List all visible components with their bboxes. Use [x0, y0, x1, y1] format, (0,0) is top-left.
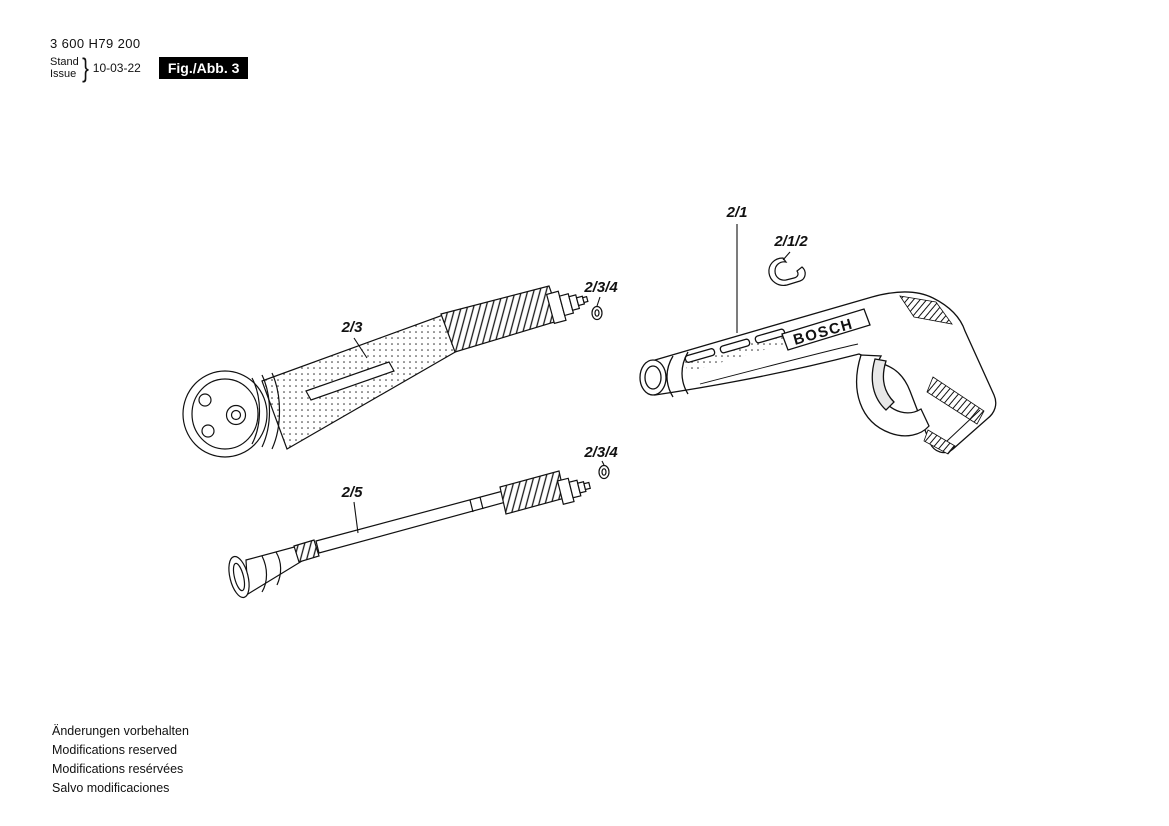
footer-line-en: Modifications reserved: [52, 743, 178, 757]
spray-gun-drawing: BOSCH: [639, 291, 997, 455]
part-label-2-5: 2/5: [341, 484, 363, 501]
part-label-2-1: 2/1: [726, 204, 748, 221]
lance-2-3-drawing: [182, 285, 589, 458]
title-block: 3 600 H79 200 Stand Issue } 10-03-22 Fig…: [50, 36, 249, 83]
issue-row: Stand Issue } 10-03-22 Fig./Abb. 3: [50, 53, 249, 83]
leader-lines: [353, 224, 791, 534]
footer-line-de: Änderungen vorbehalten: [52, 724, 189, 738]
legal-footer: Änderungen vorbehalten Modifications res…: [52, 722, 189, 798]
o-ring-bottom-drawing: [598, 464, 610, 480]
issue-label: Issue: [50, 68, 77, 80]
figure-badge: Fig./Abb. 3: [158, 57, 249, 79]
stand-issue-labels: Stand Issue: [50, 56, 79, 80]
part-number: 3 600 H79 200: [50, 36, 141, 51]
brace-glyph: }: [81, 53, 89, 83]
footer-line-fr: Modifications resérvées: [52, 762, 184, 776]
footer-line-es: Salvo modificaciones: [52, 781, 170, 795]
lance-2-5-drawing: [228, 470, 592, 599]
part-label-2-1-2: 2/1/2: [774, 233, 808, 250]
stand-label: Stand: [50, 56, 79, 68]
part-label-2-3-4-bottom: 2/3/4: [584, 444, 618, 461]
part-label-2-3: 2/3: [341, 319, 363, 336]
issue-date: 10-03-22: [92, 61, 141, 75]
clip-drawing: [768, 257, 806, 286]
o-ring-top-drawing: [591, 305, 603, 321]
part-label-2-3-4-top: 2/3/4: [584, 279, 618, 296]
